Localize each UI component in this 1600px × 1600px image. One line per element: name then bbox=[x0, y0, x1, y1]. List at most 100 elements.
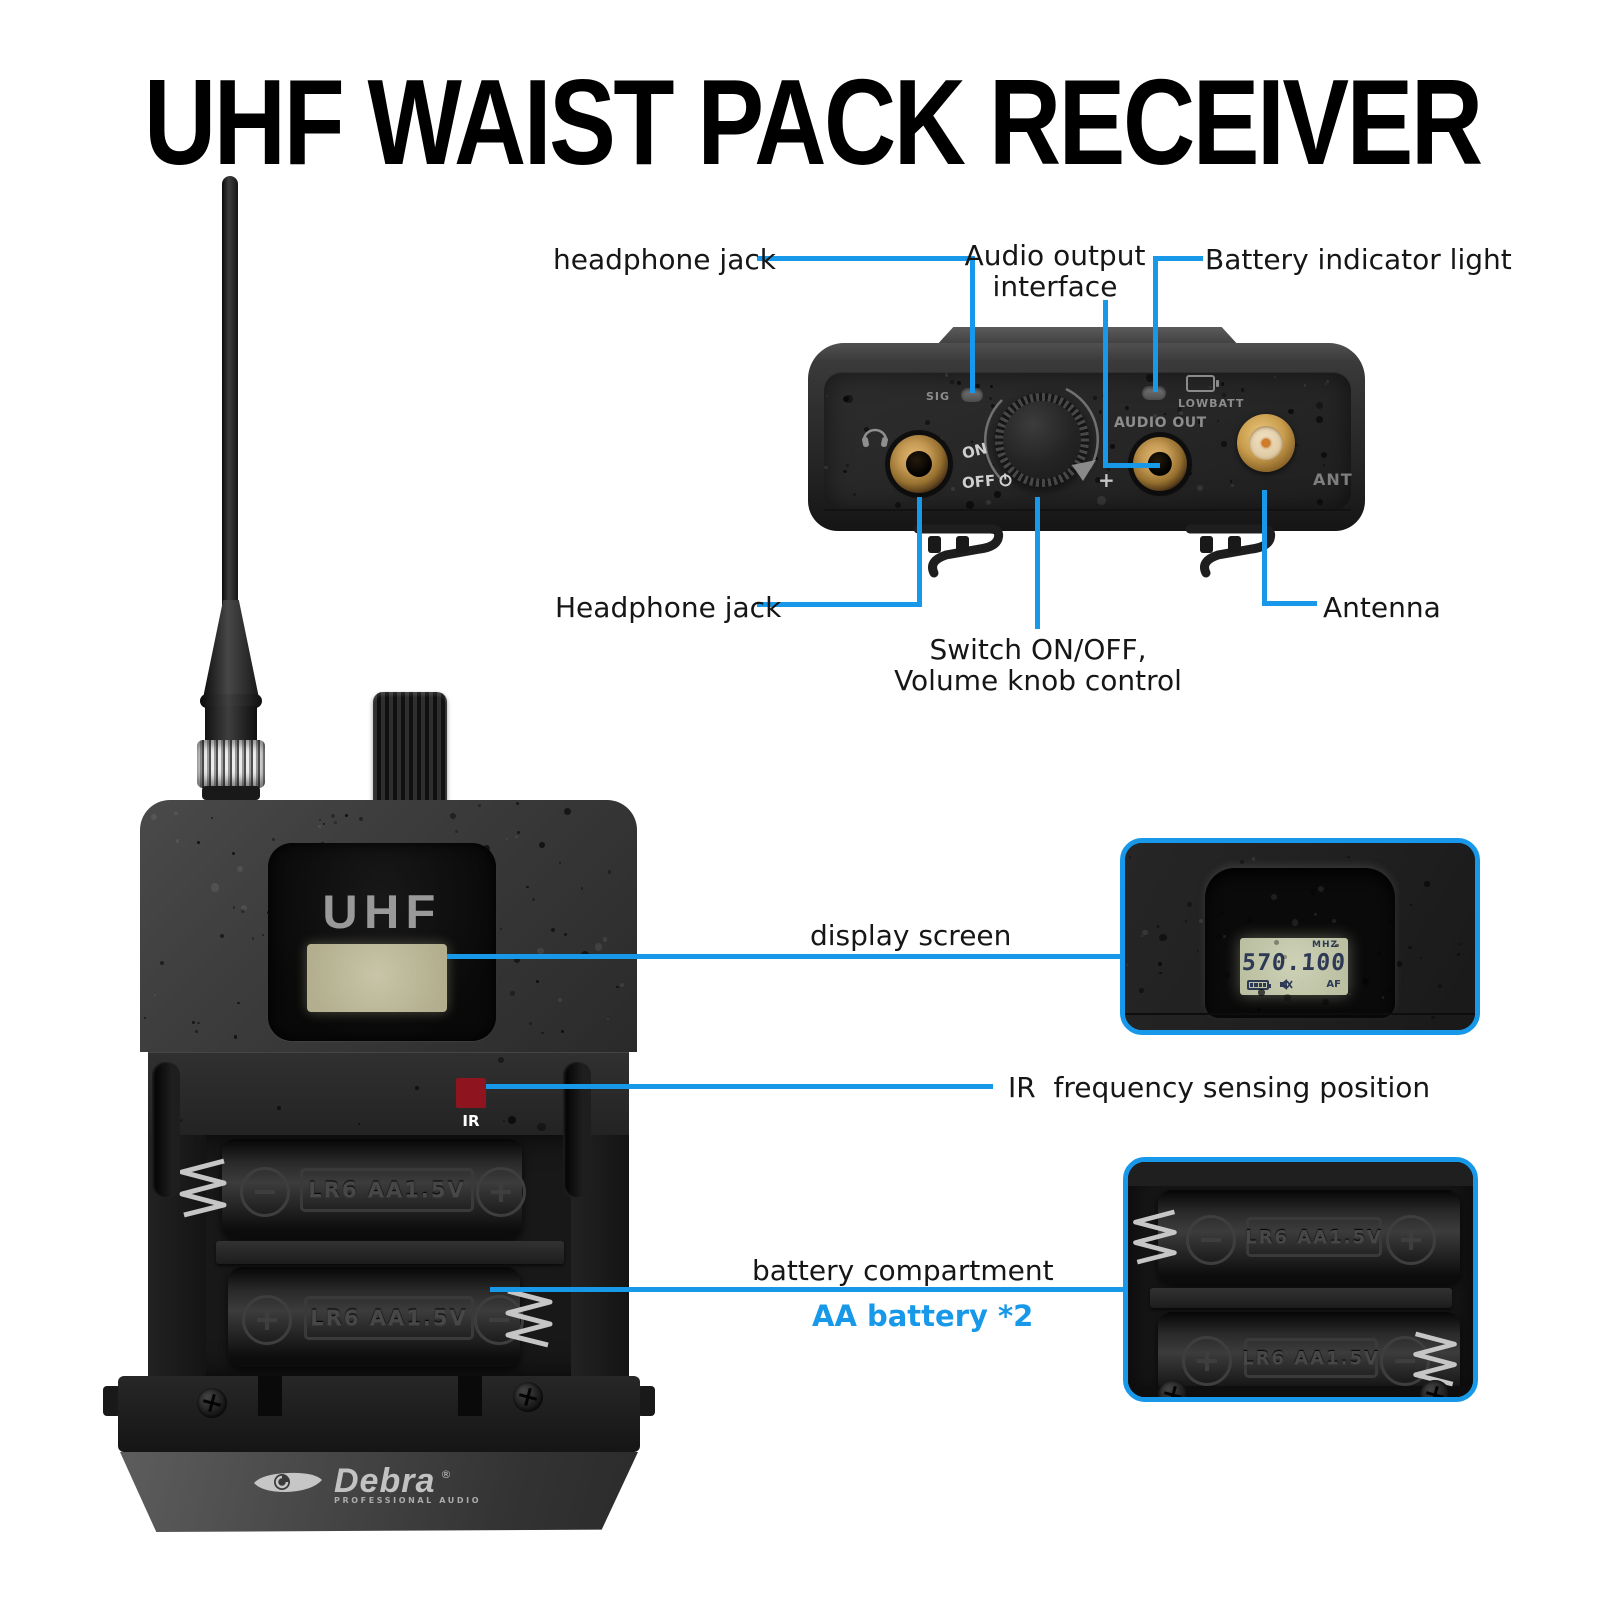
lcd-frequency-value: 570.100 bbox=[1241, 950, 1347, 976]
battery-door-inner-bar bbox=[118, 1376, 640, 1452]
audio-out-label: AUDIO OUT bbox=[1114, 415, 1207, 431]
minus-symbol bbox=[474, 1295, 524, 1345]
callout-line bbox=[917, 497, 922, 607]
battery-door: Debra ® PROFESSIONAL AUDIO bbox=[120, 1452, 638, 1532]
lcd-af-label: AF bbox=[1326, 979, 1341, 990]
logo-tagline: PROFESSIONAL AUDIO bbox=[334, 1496, 482, 1505]
power-icon bbox=[999, 472, 1012, 486]
aa-battery: LR6 AA1.5V bbox=[228, 1267, 524, 1367]
callout-line bbox=[1103, 300, 1108, 468]
antenna-base-cone bbox=[203, 600, 259, 698]
antenna-cable bbox=[222, 176, 238, 606]
battery-marking-plate: LR6 AA1.5V bbox=[300, 1168, 474, 1212]
battery-divider bbox=[216, 1241, 564, 1264]
battery-marking-plate: LR6 AA1.5V bbox=[304, 1296, 474, 1340]
volume-plus-label: + bbox=[1098, 468, 1115, 492]
display-closeup-box: MHZ 570.100 AF bbox=[1120, 838, 1480, 1035]
callout-switch-line1: Switch ON/OFF, bbox=[929, 633, 1147, 666]
bay-bottom-edge bbox=[1128, 1386, 1473, 1397]
uhf-model-label: UHF bbox=[322, 885, 442, 938]
ir-strip-section bbox=[148, 1052, 629, 1136]
plus-symbol bbox=[1182, 1336, 1232, 1386]
callout-headphone-jack-bottom: Headphone jack bbox=[555, 591, 782, 624]
closeup-lcd: MHZ 570.100 AF bbox=[1240, 938, 1348, 995]
antenna-washer bbox=[202, 786, 260, 800]
headphone-icon bbox=[861, 428, 889, 448]
aa-battery: LR6 AA1.5V bbox=[1158, 1312, 1460, 1397]
callout-line bbox=[447, 954, 1123, 959]
battery-marking: LR6 AA1.5V bbox=[308, 1178, 466, 1202]
top-view-panel-seam bbox=[824, 509, 1351, 511]
callout-audio-output: Audio output interface bbox=[955, 240, 1155, 302]
minus-symbol bbox=[240, 1167, 290, 1217]
lcd-battery-icon bbox=[1247, 979, 1271, 990]
door-latch-notch bbox=[458, 1376, 482, 1416]
battery-divider bbox=[1150, 1288, 1452, 1308]
callout-line bbox=[1103, 463, 1160, 468]
battery-spring bbox=[1413, 1331, 1457, 1387]
screw bbox=[1420, 1380, 1450, 1397]
logo-name: Debra bbox=[334, 1462, 436, 1500]
off-label: OFF bbox=[961, 471, 997, 493]
callout-audio-output-line1: Audio output bbox=[964, 239, 1146, 272]
plus-symbol bbox=[1386, 1215, 1436, 1265]
aa-battery: LR6 AA1.5V bbox=[1158, 1190, 1460, 1284]
bay-top-edge bbox=[1128, 1162, 1473, 1186]
brand-logo: Debra ® bbox=[252, 1464, 452, 1498]
callout-switch: Switch ON/OFF, Volume knob control bbox=[880, 634, 1196, 696]
battery-marking-plate: LR6 AA1.5V bbox=[1242, 1338, 1378, 1378]
callout-line bbox=[1153, 256, 1158, 392]
screw bbox=[513, 1382, 543, 1412]
callout-line bbox=[490, 1287, 1123, 1292]
callout-battery-indicator: Battery indicator light bbox=[1205, 243, 1512, 276]
battery-marking: LR6 AA1.5V bbox=[1245, 1226, 1383, 1248]
ir-label: IR bbox=[462, 1112, 480, 1130]
door-hinge-nub bbox=[103, 1386, 121, 1416]
door-latch-notch bbox=[258, 1376, 282, 1416]
top-view-back-lip bbox=[935, 327, 1240, 347]
callout-battery-compartment: battery compartment bbox=[752, 1254, 1054, 1287]
antenna-knurled-nut bbox=[197, 740, 265, 788]
headphone-jack bbox=[890, 435, 948, 493]
closeup-device-face: MHZ 570.100 AF bbox=[1125, 843, 1475, 1030]
minus-symbol bbox=[1380, 1336, 1430, 1386]
belt-clip-lever bbox=[373, 692, 447, 804]
battery-icon bbox=[1186, 375, 1219, 392]
battery-compartment: LR6 AA1.5V LR6 AA1.5V bbox=[148, 1135, 629, 1376]
battery-spring bbox=[505, 1288, 553, 1348]
callout-switch-line2: Volume knob control bbox=[894, 664, 1182, 697]
antenna-rod bbox=[205, 706, 257, 742]
callout-line bbox=[757, 602, 922, 607]
registered-mark: ® bbox=[440, 1468, 452, 1481]
ant-label: ANT bbox=[1313, 470, 1353, 489]
antenna-connector bbox=[1237, 414, 1295, 472]
lcd-status-row: AF bbox=[1247, 978, 1341, 991]
lcd-unit-label: MHZ bbox=[1311, 940, 1338, 950]
plus-symbol bbox=[476, 1167, 526, 1217]
callout-ir-position: IR frequency sensing position bbox=[1008, 1071, 1431, 1104]
ir-sensor-window bbox=[456, 1078, 486, 1108]
display-screen bbox=[307, 944, 447, 1012]
callout-headphone-jack-top: headphone jack bbox=[553, 243, 776, 276]
lowbatt-label: LOWBATT bbox=[1178, 397, 1245, 410]
callout-line bbox=[970, 256, 975, 393]
battery-marking: LR6 AA1.5V bbox=[310, 1306, 468, 1330]
callout-line bbox=[1262, 601, 1317, 606]
aa-battery: LR6 AA1.5V bbox=[222, 1139, 526, 1239]
callout-battery-type: AA battery *2 bbox=[812, 1299, 1034, 1333]
plus-symbol bbox=[242, 1295, 292, 1345]
belt-clip-hooks bbox=[913, 524, 1276, 578]
page-title: UHF WAIST PACK RECEIVER bbox=[144, 54, 1483, 190]
battery-spring bbox=[1133, 1209, 1177, 1265]
battery-marking-plate: LR6 AA1.5V bbox=[1245, 1217, 1383, 1257]
callout-line bbox=[1262, 490, 1267, 606]
callout-line bbox=[1153, 256, 1203, 261]
debra-logo-icon bbox=[254, 1472, 322, 1492]
callout-display-screen: display screen bbox=[810, 919, 1012, 952]
callout-line bbox=[757, 256, 975, 261]
callout-audio-output-line2: interface bbox=[992, 270, 1118, 303]
screw bbox=[197, 1388, 227, 1418]
battery-spring bbox=[179, 1158, 227, 1218]
closeup-seam bbox=[1125, 1013, 1475, 1015]
